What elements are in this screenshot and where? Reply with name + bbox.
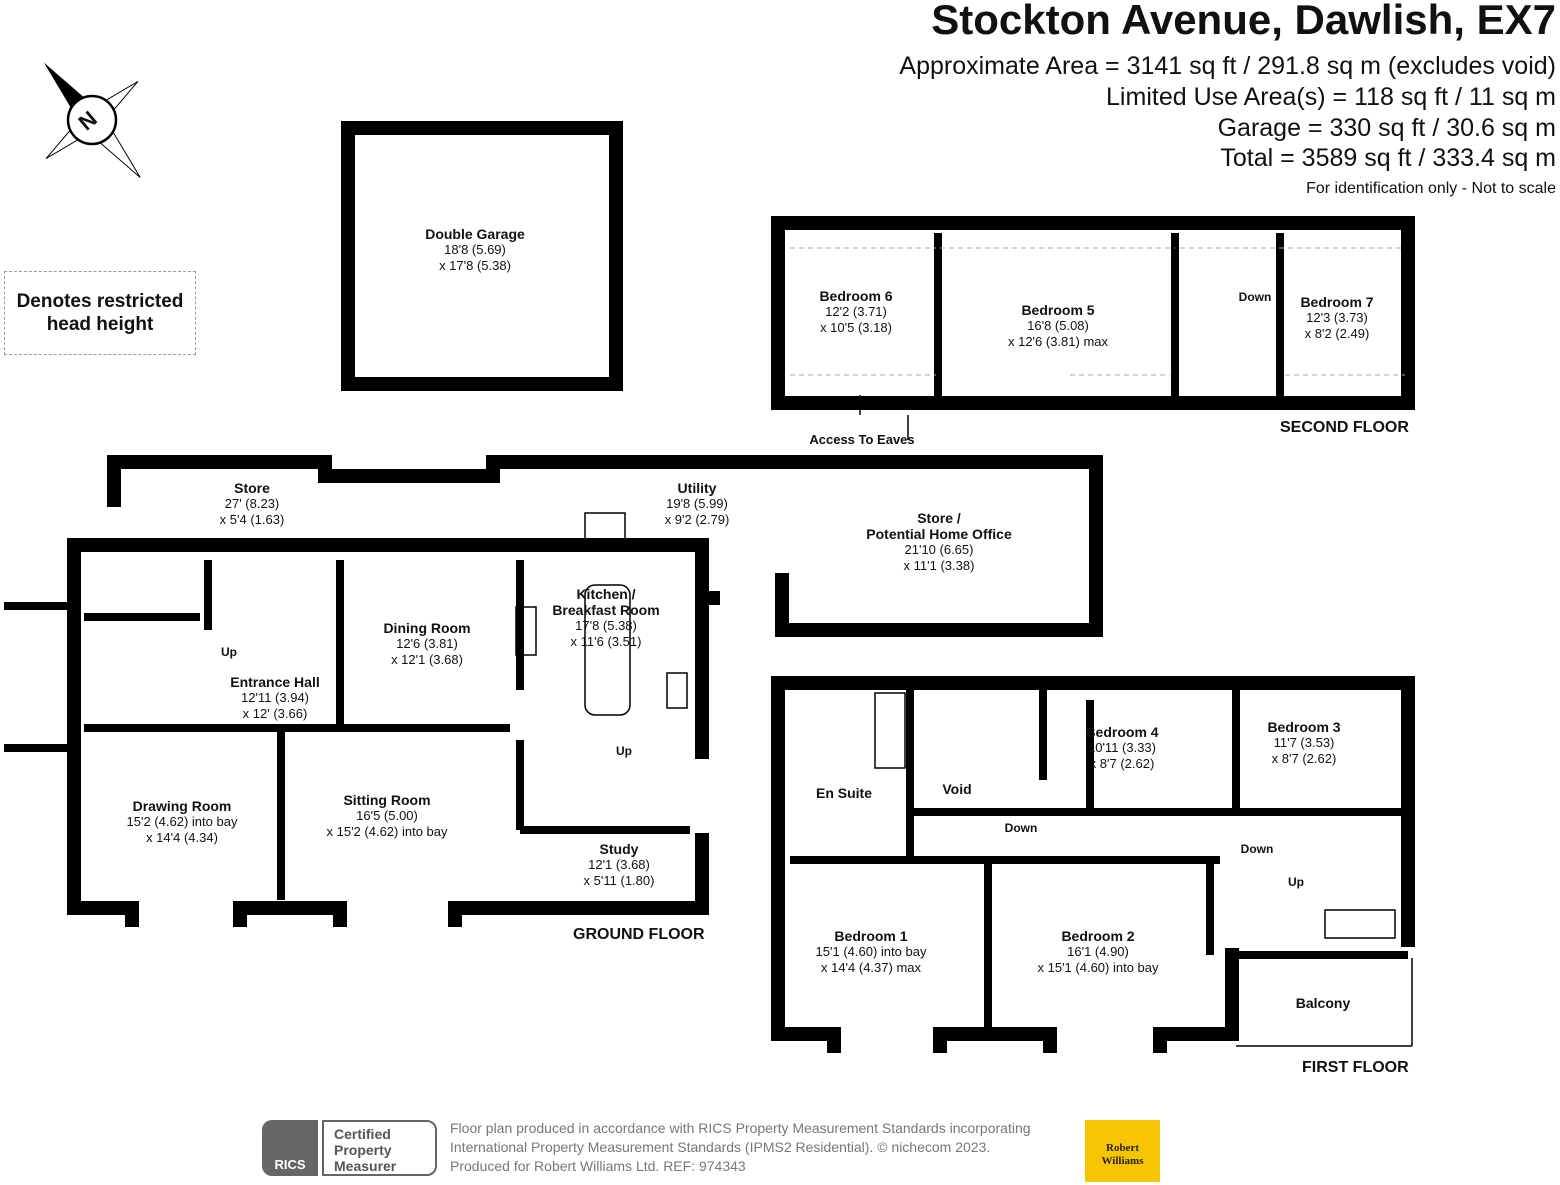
access-to-eaves-label: Access To Eaves xyxy=(809,432,915,447)
second-floor-walls xyxy=(771,216,1415,410)
legend-line-1: Denotes restricted xyxy=(16,291,184,312)
total-area: Total = 3589 sq ft / 333.4 sq m xyxy=(1220,144,1556,172)
cert-line-2: Property xyxy=(334,1142,392,1158)
stairs-up-label-2: Up xyxy=(616,744,632,758)
ground-bottom-wall-b xyxy=(448,833,709,927)
stairs-down-label-1: Down xyxy=(1004,821,1038,835)
second-floor-label: SECOND FLOOR xyxy=(1280,419,1409,436)
garage-area: Garage = 330 sq ft / 30.6 sq m xyxy=(1217,114,1556,142)
garage-walls xyxy=(341,121,623,391)
limited-area: Limited Use Area(s) = 118 sq ft / 11 sq … xyxy=(1106,83,1556,111)
stairs-down-label-2: Down xyxy=(1240,842,1274,856)
stairs-down-label: Down xyxy=(1238,290,1272,304)
first-top-wall xyxy=(771,676,1415,947)
first-left-wall xyxy=(771,676,841,1053)
footer-disclaimer: Floor plan produced in accordance with R… xyxy=(450,1120,1031,1174)
certified-measurer-badge: Certified Property Measurer xyxy=(322,1120,437,1176)
cert-line-1: Certified xyxy=(334,1126,391,1142)
utility-walls xyxy=(107,455,1103,637)
first-floor-label: FIRST FLOOR xyxy=(1302,1059,1409,1076)
rics-logo: RICS xyxy=(262,1120,318,1176)
stairs-up-label: Up xyxy=(221,645,237,659)
page-title: Stockton Avenue, Dawlish, EX7 xyxy=(931,0,1556,43)
room-en-suite: En Suite xyxy=(815,785,873,801)
approx-area: Approximate Area = 3141 sq ft / 291.8 sq… xyxy=(899,52,1556,80)
room-void: Void xyxy=(942,781,972,797)
room-balcony: Balcony xyxy=(1295,995,1351,1011)
stairs-up-label-3: Up xyxy=(1288,875,1304,889)
legend-line-2: head height xyxy=(46,314,154,335)
first-bottom-a xyxy=(933,1027,1057,1053)
ground-left-wall xyxy=(67,538,139,927)
cert-line-3: Measurer xyxy=(334,1158,397,1174)
first-bottom-b xyxy=(1153,948,1239,1053)
not-to-scale-note: For identification only - Not to scale xyxy=(1306,180,1556,197)
ground-bottom-wall-a xyxy=(233,901,347,927)
compass-rose-icon xyxy=(43,62,141,178)
ground-floor-label: GROUND FLOOR xyxy=(573,926,705,943)
